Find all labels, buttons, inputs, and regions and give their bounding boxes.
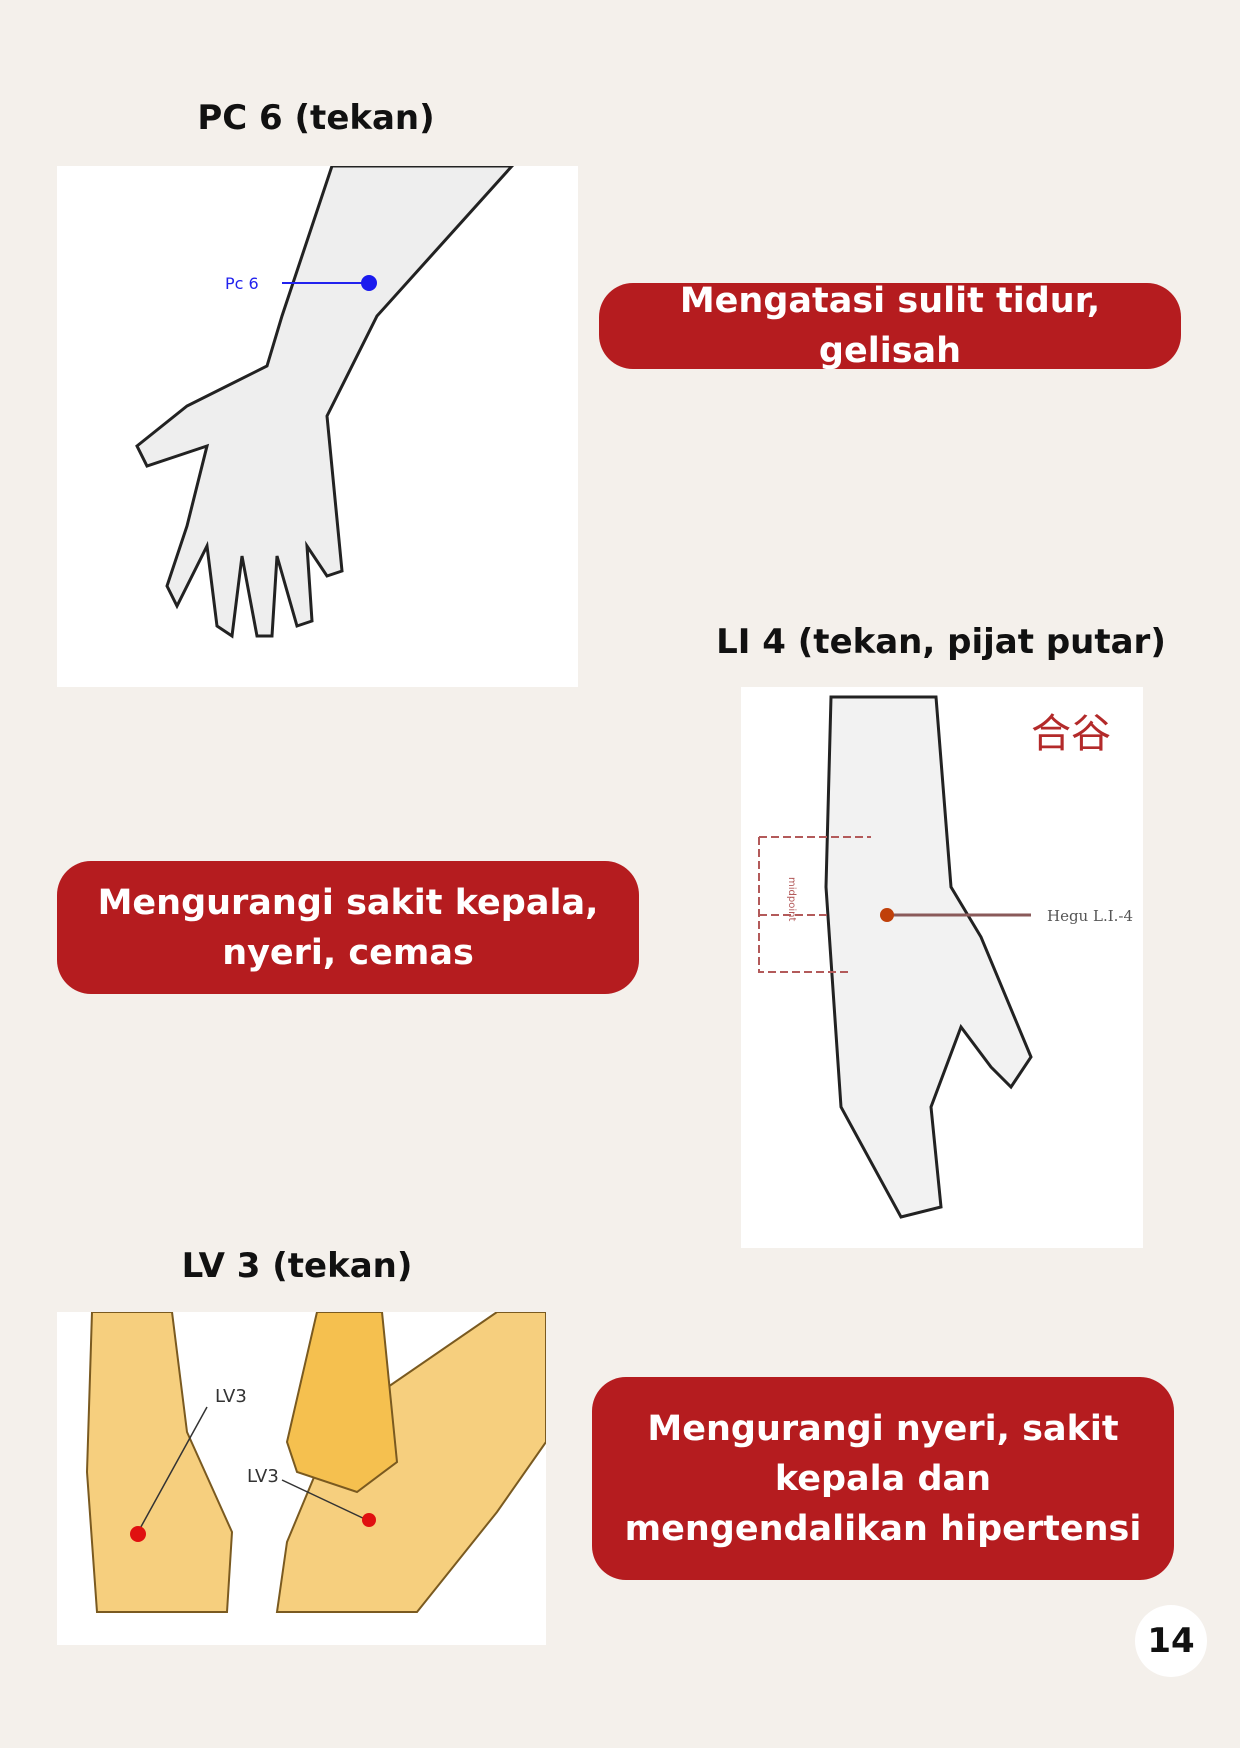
pc6-title: PC 6 (tekan): [197, 98, 435, 138]
lv3-label-left: LV3: [215, 1386, 247, 1407]
page-number: 14: [1135, 1605, 1207, 1677]
li4-hand-illustration: 合谷 midpoint Hegu L.I.-4: [741, 687, 1143, 1248]
lv3-benefit-badge: Mengurangi nyeri, sakit kepala dan menge…: [592, 1377, 1174, 1580]
lv3-label-right: LV3: [247, 1466, 279, 1487]
pc6-benefit-badge: Mengatasi sulit tidur, gelisah: [599, 281, 1181, 371]
lv3-title: LV 3 (tekan): [181, 1246, 413, 1286]
lv3-foot-illustration: LV3 LV3: [57, 1312, 546, 1645]
li4-chinese-label: 合谷: [1031, 711, 1111, 757]
hegu-label: Hegu L.I.-4: [1047, 907, 1133, 925]
midpoint-label: midpoint: [786, 877, 797, 921]
pc6-label: Pc 6: [225, 274, 259, 293]
li4-benefit-badge: Mengurangi sakit kepala, nyeri, cemas: [57, 861, 639, 994]
li4-title: LI 4 (tekan, pijat putar): [716, 622, 1166, 662]
pc6-hand-illustration: Pc 6: [57, 166, 578, 687]
